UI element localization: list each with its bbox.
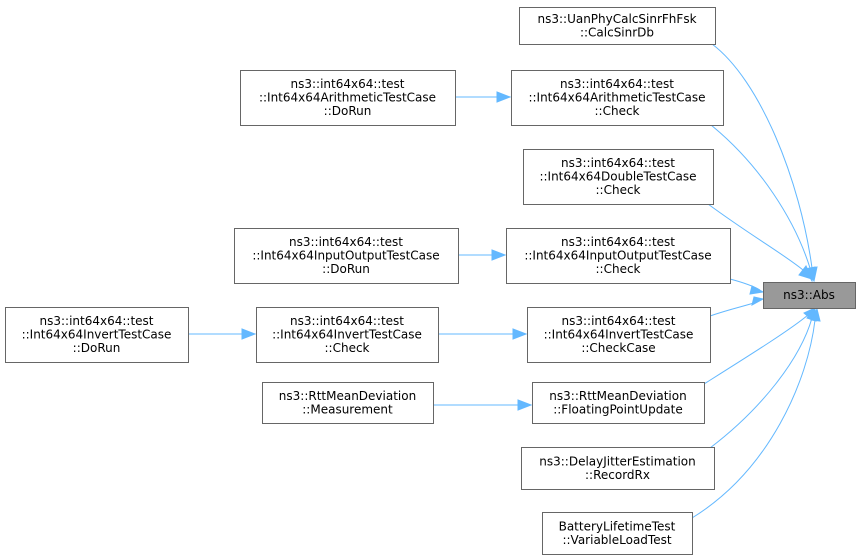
node-label-line: ns3::int64x64::test <box>40 314 154 328</box>
node-label-line: ns3::UanPhyCalcSinrFhFsk <box>537 12 696 26</box>
node-box <box>532 382 705 424</box>
node-box <box>256 307 439 363</box>
node-label-line: ::Check <box>595 104 640 118</box>
node-label-line: ::Check <box>596 183 641 197</box>
node-label-line: ns3::int64x64::test <box>561 235 675 249</box>
node-box <box>542 512 693 555</box>
node-box <box>763 282 856 309</box>
node-label-line: ns3::int64x64::test <box>291 77 405 91</box>
node-label-line: ::FloatingPointUpdate <box>553 402 683 416</box>
node-label-line: ::Int64x64ArithmeticTestCase <box>528 91 705 105</box>
arrowhead-icon <box>749 285 765 295</box>
node-io_dorun[interactable]: ns3::int64x64::test::Int64x64InputOutput… <box>234 228 459 284</box>
node-box <box>511 70 724 126</box>
arrowhead-icon <box>512 328 528 340</box>
edge-arith_dorun-to-arith_check <box>455 91 512 103</box>
edge-line <box>709 301 758 317</box>
node-label-line: ::Int64x64InputOutputTestCase <box>524 249 711 263</box>
node-label-line: ::CalcSinrDb <box>580 25 654 39</box>
node-double_check[interactable]: ns3::int64x64::test::Int64x64DoubleTestC… <box>523 149 714 205</box>
nodes-layer: ns3::UanPhyCalcSinrFhFsk::CalcSinrDbns3:… <box>5 7 856 555</box>
node-arith_dorun[interactable]: ns3::int64x64::test::Int64x64ArithmeticT… <box>240 70 456 126</box>
node-label-line: ::RecordRx <box>585 468 650 482</box>
arrowhead-icon <box>496 91 512 103</box>
node-io_check[interactable]: ns3::int64x64::test::Int64x64InputOutput… <box>506 228 731 284</box>
node-label-line: ns3::int64x64::test <box>289 235 403 249</box>
node-label-line: BatteryLifetimeTest <box>559 519 676 533</box>
node-delay[interactable]: ns3::DelayJitterEstimation::RecordRx <box>521 447 715 490</box>
node-box <box>521 447 715 490</box>
edge-line <box>707 203 804 271</box>
node-label-line: ns3::DelayJitterEstimation <box>539 454 696 468</box>
node-box <box>234 228 459 284</box>
node-label-line: ::Int64x64ArithmeticTestCase <box>259 91 436 105</box>
edge-delay-to-abs <box>709 307 817 449</box>
node-battery[interactable]: BatteryLifetimeTest::VariableLoadTest <box>542 512 693 555</box>
node-box <box>240 70 456 126</box>
edge-battery-to-abs <box>691 307 821 519</box>
node-label-line: ::DoRun <box>322 262 370 276</box>
node-box <box>527 307 711 363</box>
node-label-line: ::Int64x64InvertTestCase <box>22 328 172 342</box>
node-label-line: ns3::Abs <box>783 288 835 302</box>
arrowhead-icon <box>517 399 533 411</box>
node-label-line: ::Int64x64InvertTestCase <box>272 328 422 342</box>
edge-inv_checkcase-to-abs <box>709 296 765 317</box>
node-label-line: ns3::int64x64::test <box>562 314 676 328</box>
node-rtt_fpu[interactable]: ns3::RttMeanDeviation::FloatingPointUpda… <box>532 382 705 424</box>
node-box <box>262 382 434 424</box>
edge-inv_check-to-inv_checkcase <box>438 328 528 340</box>
node-box <box>5 307 189 363</box>
node-box <box>523 149 714 205</box>
edge-line <box>709 317 813 449</box>
edge-line <box>691 319 816 519</box>
edge-line <box>711 43 813 269</box>
node-label-line: ::Int64x64DoubleTestCase <box>539 170 696 184</box>
edge-line <box>703 314 809 385</box>
arrowhead-icon <box>810 307 821 322</box>
edge-line <box>710 124 811 269</box>
arrowhead-icon <box>241 328 257 340</box>
arrowhead-icon <box>798 265 813 280</box>
node-box <box>519 7 716 45</box>
target-node-abs[interactable]: ns3::Abs <box>763 282 856 309</box>
edge-double_check-to-abs <box>707 203 813 280</box>
node-label-line: ns3::int64x64::test <box>561 156 675 170</box>
edges-layer <box>188 43 821 519</box>
node-label-line: ns3::RttMeanDeviation <box>279 389 416 403</box>
node-uan[interactable]: ns3::UanPhyCalcSinrFhFsk::CalcSinrDb <box>519 7 716 45</box>
node-label-line: ::Measurement <box>302 402 393 416</box>
edge-inv_dorun-to-inv_check <box>188 328 257 340</box>
node-arith_check[interactable]: ns3::int64x64::test::Int64x64ArithmeticT… <box>511 70 724 126</box>
node-box <box>506 228 731 284</box>
node-inv_checkcase[interactable]: ns3::int64x64::test::Int64x64InvertTestC… <box>527 307 711 363</box>
node-label-line: ns3::int64x64::test <box>560 77 674 91</box>
node-label-line: ns3::RttMeanDeviation <box>549 389 686 403</box>
arrowhead-icon <box>491 249 507 261</box>
node-inv_check[interactable]: ns3::int64x64::test::Int64x64InvertTestC… <box>256 307 439 363</box>
node-label-line: ::VariableLoadTest <box>562 533 671 547</box>
edge-io_check-to-abs <box>729 278 765 295</box>
node-label-line: ::DoRun <box>324 104 372 118</box>
node-label-line: ::Check <box>596 262 641 276</box>
node-label-line: ::CheckCase <box>581 341 655 355</box>
node-inv_dorun[interactable]: ns3::int64x64::test::Int64x64InvertTestC… <box>5 307 189 363</box>
node-label-line: ::Int64x64InvertTestCase <box>544 328 694 342</box>
node-label-line: ::DoRun <box>73 341 121 355</box>
node-rtt_meas[interactable]: ns3::RttMeanDeviation::Measurement <box>262 382 434 424</box>
node-label-line: ns3::int64x64::test <box>290 314 404 328</box>
edge-io_dorun-to-io_check <box>458 249 507 261</box>
node-label-line: ::Check <box>325 341 370 355</box>
edge-rtt_meas-to-rtt_fpu <box>433 399 533 411</box>
node-label-line: ::Int64x64InputOutputTestCase <box>252 249 439 263</box>
arrowhead-icon <box>751 296 765 306</box>
edge-rtt_fpu-to-abs <box>703 307 816 385</box>
